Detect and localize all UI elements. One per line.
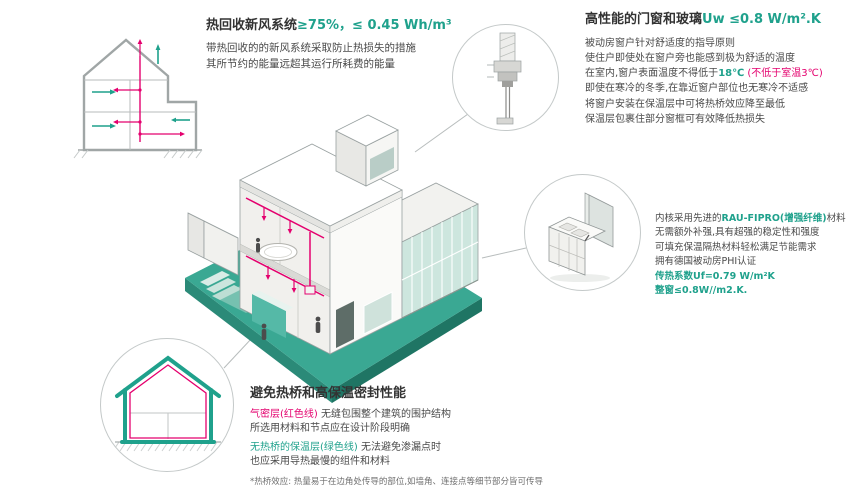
thermal-bridge-title: 避免热桥和高保温密封性能 (250, 386, 407, 401)
house-body (239, 143, 403, 355)
frame-material-line: 无需额外补强,具有超强的稳定性和强度 (655, 227, 820, 239)
window-frame-profile-drawing (548, 192, 614, 282)
windows-note-line: 被动房窗户针对舒适度的指导原则 (585, 37, 735, 49)
thermal-bridge-line: 气密层(红色线) 无缝包围整个建筑的围护结构 (250, 408, 590, 422)
insulated-house-section (115, 355, 221, 444)
people-figures (255, 237, 321, 340)
airtight-layer-line (129, 364, 207, 439)
window-section-detail-drawing (487, 32, 522, 125)
extract-duct-lines (113, 39, 185, 142)
temp-warning: (不低于室温3℃) (744, 68, 823, 80)
thermal-bridge-body: 气密层(红色线) 无缝包围整个建筑的围护结构 所选用材料和节点应在设计阶段明确 … (250, 408, 590, 488)
red-duct-lines (245, 197, 325, 297)
isometric-house-drawing (185, 114, 482, 403)
windows-note-line: 在室内,窗户表面温度不得低于18℃ (不低于室温3℃) (585, 66, 861, 81)
wall-section (487, 32, 522, 125)
insulation-layer-text: 无法避免渗漏点时 (357, 442, 441, 454)
frame-material-line: 可填充保温隔热材料轻松满足节能需求 (655, 241, 817, 253)
heat-recovery-title: 热回收新风系统≥75%，≤ 0.45 Wh/m³ (206, 18, 491, 35)
frame-line1-pre: 内核采用先进的 (655, 213, 722, 224)
ground-hatch (73, 149, 203, 159)
heat-recovery-title-value: ≥75%，≤ 0.45 Wh/m³ (297, 18, 452, 33)
thermal-bridge-line: 也应采用导热最慢的组件和材料 (250, 456, 390, 468)
back-left-annex (187, 212, 239, 276)
windows-note-line: 将窗户安装在保温层中可将热桥效应降至最低 (585, 98, 785, 110)
thermal-bridge-footnote: *热桥效应: 热量易于在边角处传导的部位,如墙角、连接点等细节部分皆可传导 (250, 476, 544, 487)
heat-recovery-line: 其所节约的能量远超其运行所耗费的能量 (206, 57, 395, 70)
thermal-bridge-line: 无热桥的保温层(绿色线) 无法避免渗漏点时 (250, 441, 590, 455)
frame-material-line: 内核采用先进的RAU-FIPRO(增强纤维)材料 (655, 212, 865, 226)
windows-title: 高性能的门窗和玻璃Uw ≤0.8 W/m².K (585, 12, 861, 29)
windows-title-value: Uw ≤0.8 W/m².K (702, 12, 821, 27)
windows-body: 被动房窗户针对舒适度的指导原则 使住户即使处在窗户旁也能感到极为舒适的温度 在室… (585, 36, 861, 127)
windows-note-line: 保温层包裹住部分窗框可有效降低热损失 (585, 113, 765, 125)
frame-brand: RAU-FIPRO(增强纤维) (721, 213, 827, 224)
profile-shadow (550, 274, 610, 282)
airtight-layer-label: 气密层(红色线) (250, 408, 318, 420)
frame-uf-value: 传热系数Uf=0.79 W/m²K (655, 270, 775, 282)
thermal-bridge-callout: 避免热桥和高保温密封性能 气密层(红色线) 无缝包围整个建筑的围护结构 所选用材… (250, 386, 590, 488)
windows-note-line: 使住户即使处在窗户旁也能感到极为舒适的温度 (585, 53, 795, 65)
ventilation-section-figure (72, 30, 204, 168)
frame-material-line: 拥有德国被动房PHI认证 (655, 256, 757, 268)
airtight-layer-text: 无缝包围整个建筑的围护结构 (317, 408, 451, 420)
frame-profile-callout-circle (524, 174, 641, 291)
frame-material-callout: 内核采用先进的RAU-FIPRO(增强纤维)材料 无需额外补强,具有超强的稳定性… (655, 212, 865, 299)
temp-line-text: 在室内,窗户表面温度不得低于 (585, 68, 719, 80)
fresh-air-arrows (92, 44, 190, 129)
frame-uw-value: 整窗≤0.8W//m2.K. (655, 285, 748, 297)
heat-recovery-title-text: 热回收新风系统 (206, 18, 298, 33)
thermal-bridge-line: 所选用材料和节点应在设计阶段明确 (250, 423, 410, 435)
windows-note-line: 即使在寒冷的冬季,在靠近窗户部位也无寒冷不适感 (585, 83, 809, 95)
windows-callout: 高性能的门窗和玻璃Uw ≤0.8 W/m².K 被动房窗户针对舒适度的指导原则 … (585, 12, 861, 127)
heat-recovery-line: 带热回收的的新风系统采取防止热损失的措施 (206, 41, 416, 54)
heat-recovery-body: 带热回收的的新风系统采取防止热损失的措施 其所节约的能量远超其运行所耗费的能量 (206, 41, 491, 73)
insulation-callout-circle (100, 338, 234, 472)
insulation-layer-line (115, 355, 221, 444)
ventilation-section-drawing (73, 38, 203, 159)
penthouse-volume (335, 114, 399, 187)
window-section-callout-circle (452, 24, 559, 131)
frame-material-body: 内核采用先进的RAU-FIPRO(增强纤维)材料 无需额外补强,具有超强的稳定性… (655, 212, 865, 299)
frame-line1-post: 材料 (826, 213, 846, 224)
heat-recovery-callout: 热回收新风系统≥75%，≤ 0.45 Wh/m³ 带热回收的的新风系统采取防止热… (206, 18, 491, 72)
insulation-layer-label: 无热桥的保温层(绿色线) (250, 442, 358, 454)
glazed-wing (401, 203, 479, 319)
isometric-house-figure (160, 86, 500, 410)
windows-title-text: 高性能的门窗和玻璃 (585, 12, 703, 27)
temp-value: 18℃ (718, 68, 745, 80)
insulation-house-drawing (112, 355, 221, 452)
frame-profile-body (548, 216, 606, 276)
